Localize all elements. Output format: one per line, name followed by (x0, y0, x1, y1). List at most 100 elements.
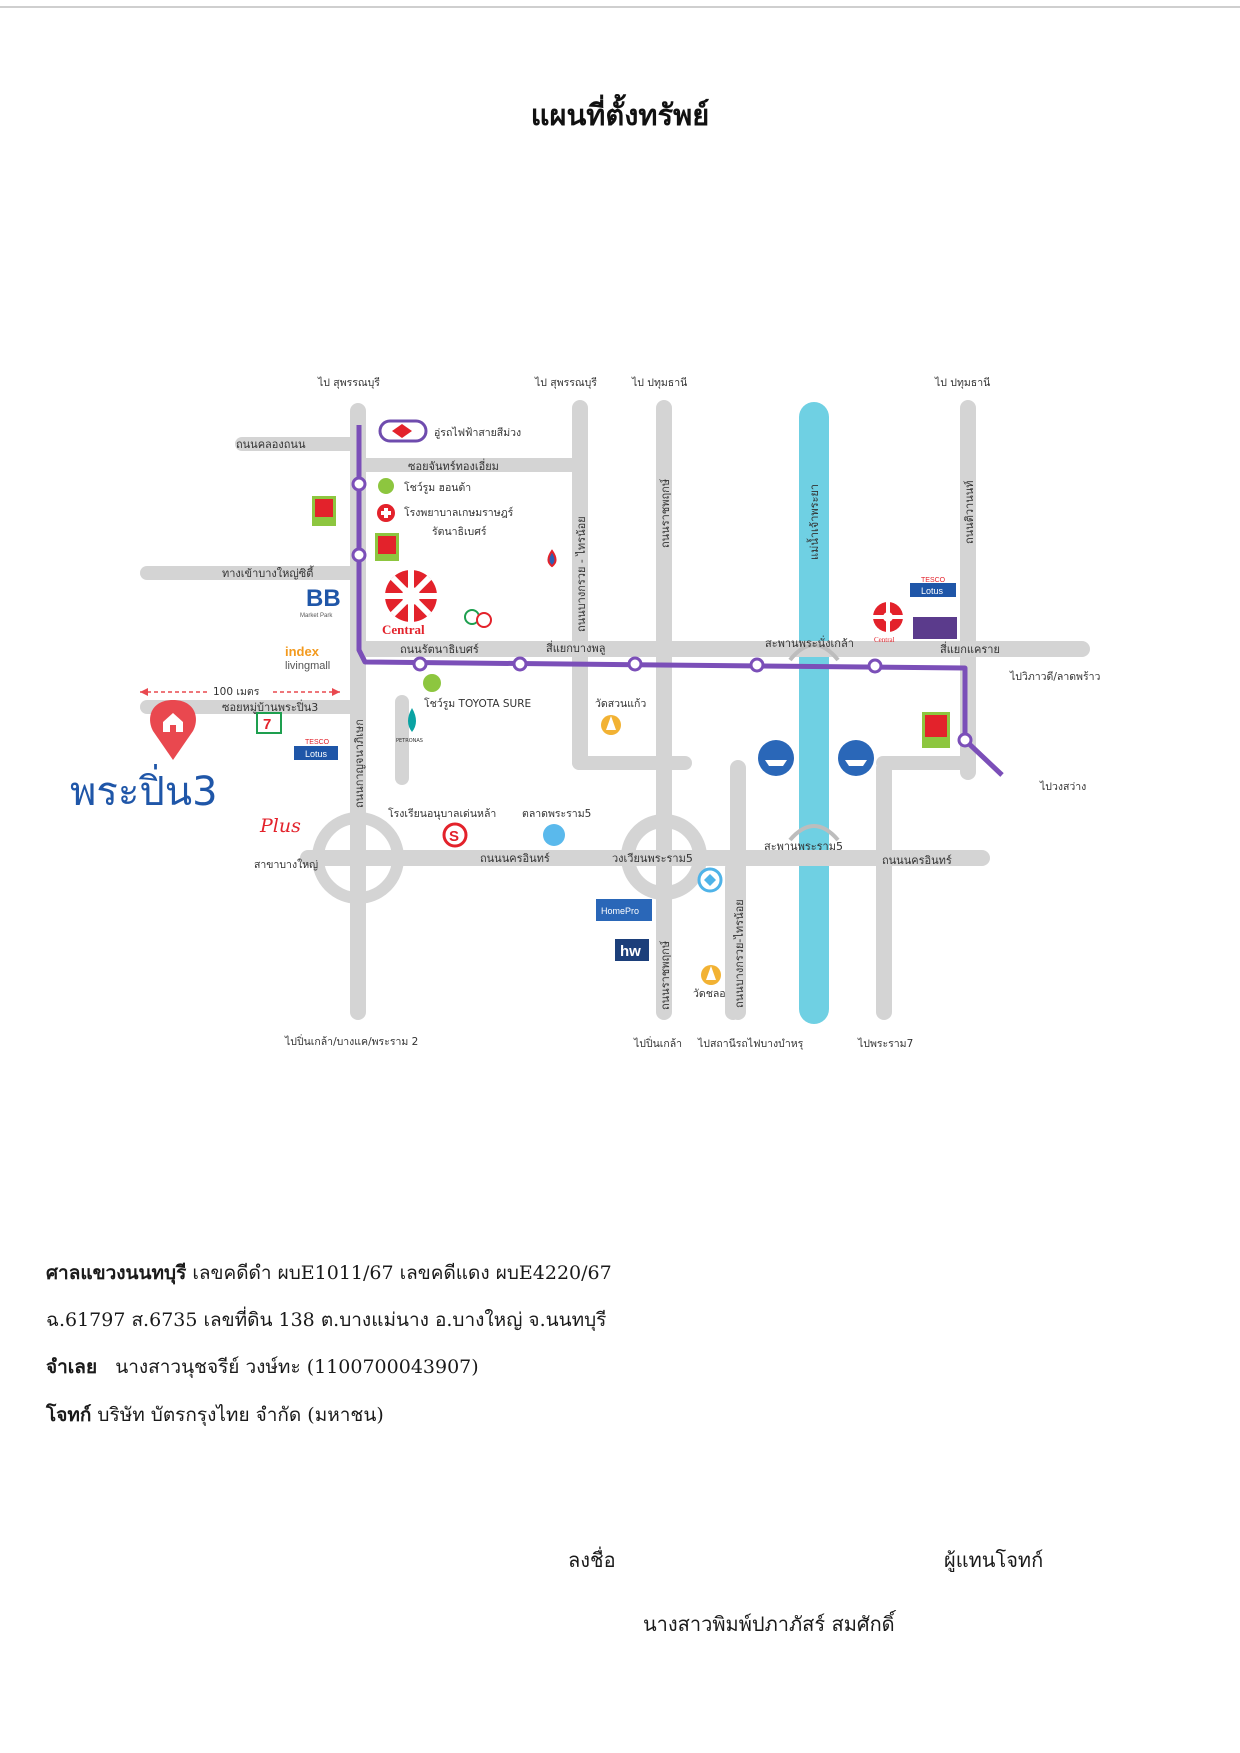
label-market: ตลาดพระราม5 (522, 808, 591, 820)
ferry-pier-icon-1 (758, 740, 794, 776)
purple-line (356, 425, 1004, 777)
road-bang-kruai-sai-noi-1 (572, 400, 588, 770)
case-court-line: ศาลแขวงนนทบุรี เลขคดีดำ ผบE1011/67 เลขคด… (46, 1258, 612, 1288)
direction-right-1: ไปวิภาวดี/ลาดพร้าว (1009, 670, 1101, 683)
rama5-roundabout (621, 814, 707, 900)
label-tesco-1b: Lotus (305, 749, 328, 759)
label-kanchanaphisek: ถนนกาญจนาภิเษก (353, 719, 366, 808)
road-soi-village (140, 700, 357, 714)
label-central-small: Central (874, 636, 895, 644)
label-bb-sub: Market Park (300, 613, 333, 619)
label-distance: 100 เมตร (213, 686, 260, 698)
case-defendant-value: นางสาวนุชจรีย์ วงษ์ทะ (1100700043907) (115, 1356, 479, 1378)
label-purple-line-depot: อู่รถไฟฟ้าสายสีม่วง (434, 426, 521, 439)
station-3 (412, 656, 428, 672)
label-tiwanon: ถนนติวานนท์ (963, 481, 976, 545)
label-hw: hw (620, 943, 641, 960)
label-school: โรงเรียนอนุบาลเด่นหล้า (388, 807, 496, 820)
direction-top-1: ไป สุพรรณบุรี (317, 376, 380, 389)
road-rama7-branch (876, 760, 892, 1020)
ferry-pier-icon-2 (838, 740, 874, 776)
distance-arrow-right-icon (332, 688, 340, 696)
label-index-1: index (285, 644, 320, 659)
label-wat-chalo: วัดชลอ (693, 988, 726, 1000)
station-1 (351, 476, 367, 492)
road-tiwanon (960, 400, 976, 780)
label-plus-brand: Plus (259, 815, 301, 837)
ptt-station-icon (547, 549, 557, 568)
label-tesco-2b: Lotus (921, 586, 944, 596)
label-hospital-1: โรงพยาบาลเกษมราษฎร์ (404, 506, 514, 519)
label-nakhon-in-2: ถนนนครอินทร์ (882, 854, 952, 867)
seven-eleven-icon-4: 7 (256, 712, 282, 734)
top-border-line (0, 6, 1240, 8)
tesco-lotus-logo-2 (910, 583, 956, 597)
station-8 (957, 732, 973, 748)
label-bang-kruai-sai-noi-2: ถนนบางกรวย-ไทรน้อย (733, 899, 746, 1008)
label-tesco-2a: TESCO (921, 577, 946, 584)
label-soi-jan: ซอยจันทร์ทองเอี่ยม (408, 458, 499, 473)
location-pin-icon (150, 700, 196, 760)
case-defendant-label: จำเลย (46, 1356, 98, 1378)
label-rama5-bridge: สะพานพระราม5 (764, 840, 843, 853)
case-defendant-line: จำเลย นางสาวนุชจรีย์ วงษ์ทะ (11007000439… (46, 1352, 479, 1382)
label-homepro: HomePro (601, 906, 639, 916)
bridge-arch-rama5 (788, 824, 840, 842)
label-rattanathibet: ถนนรัตนาธิเบศร์ (400, 643, 479, 656)
direction-top-4: ไป ปทุมธานี (934, 376, 990, 389)
road-rattanathibet (350, 641, 1090, 657)
label-petronas: PETRONAS (396, 738, 423, 744)
purple-line-stations (351, 476, 973, 748)
label-klong-thanon: ถนนคลองถนน (236, 438, 306, 451)
label-showroom-honda: โชว์รูม ฮอนด้า (404, 481, 471, 494)
tesco-lotus-logo-1 (294, 746, 338, 760)
toyota-dot-icon (423, 674, 441, 692)
label-bang-kruai-sai-noi-1: ถนนบางกรวย - ไทรน้อย (575, 516, 588, 632)
station-5 (627, 656, 643, 672)
petronas-icon (408, 708, 416, 732)
distance-arrow-left-icon (140, 688, 148, 696)
direction-bottom-2: ไปปิ่นเกล้า (633, 1036, 682, 1050)
label-ratchaphruek-1: ถนนราชพฤกษ์ (659, 479, 672, 548)
bridge-arch-pranangklao (788, 643, 840, 662)
central-logo-icon (385, 570, 437, 622)
case-deed-info: ฉ.61797 ส.6735 เลขที่ดิน 138 ต.บางแม่นาง… (46, 1309, 607, 1331)
svg-text:7: 7 (263, 716, 271, 733)
case-court-label: ศาลแขวงนนทบุรี (46, 1262, 187, 1284)
label-soi-village: ซอยหมู่บ้านพระปิ่น3 (222, 699, 318, 714)
label-hospital-2: รัตนาธิเบศร์ (432, 525, 487, 538)
label-chao-phraya: แม่น้ำเจ้าพระยา (806, 484, 821, 560)
case-plaintiff-line: โจทก์ บริษัท บัตรกรุงไทย จำกัด (มหาชน) (46, 1400, 384, 1430)
label-bb-brand: BB (306, 585, 341, 612)
case-plaintiff-value: บริษัท บัตรกรุงไทย จำกัด (มหาชน) (97, 1404, 384, 1426)
honda-dot-icon (378, 478, 394, 494)
road-soi-jan (355, 458, 580, 472)
label-tesco-1a: TESCO (305, 739, 330, 746)
page-title: แผนที่ตั้งทรัพย์ (530, 98, 710, 132)
label-plus-branch: สาขาบางใหญ่ (254, 858, 318, 871)
shell-icon (697, 867, 723, 893)
label-pranangklao-bridge: สะพานพระนั่งเกล้า (765, 635, 854, 650)
signature-sign-label: ลงชื่อ (568, 1548, 616, 1572)
location-map: ไป สุพรรณบุรี ไป สุพรรณบุรี ไป ปทุมธานี … (70, 376, 1101, 1050)
purple-brand-logo (913, 617, 957, 639)
direction-bottom-1: ไปปิ่นเกล้า/บางแค/พระราม 2 (284, 1034, 418, 1048)
direction-top-3: ไป ปทุมธานี (631, 376, 687, 389)
central-logo-small-icon (873, 602, 903, 632)
label-bang-yai-city: ทางเข้าบางใหญ่ซิตี้ (222, 565, 315, 580)
label-rama5-circle: วงเวียนพระราม5 (612, 852, 693, 865)
purple-line-depot-icon (378, 419, 428, 443)
seven-eleven-icon-3 (922, 712, 950, 748)
direction-bottom-3: ไปสถานีรถไฟบางบำหรุ (697, 1037, 804, 1050)
road-east-connector (572, 756, 692, 770)
direction-top-2: ไป สุพรรณบุรี (534, 376, 597, 389)
road-bang-yai-city (140, 566, 357, 580)
school-s-icon: S (442, 822, 468, 848)
road-network (140, 400, 1090, 1020)
label-khae-rai: สี่แยกแคราย (940, 641, 1000, 656)
hw-logo (615, 939, 649, 961)
signature-role: ผู้แทนโจทก์ (944, 1548, 1044, 1572)
homepro-logo (596, 899, 652, 921)
label-showroom-toyota: โชว์รูม TOYOTA SURE (424, 697, 531, 710)
seven-eleven-icon-2 (375, 533, 399, 561)
